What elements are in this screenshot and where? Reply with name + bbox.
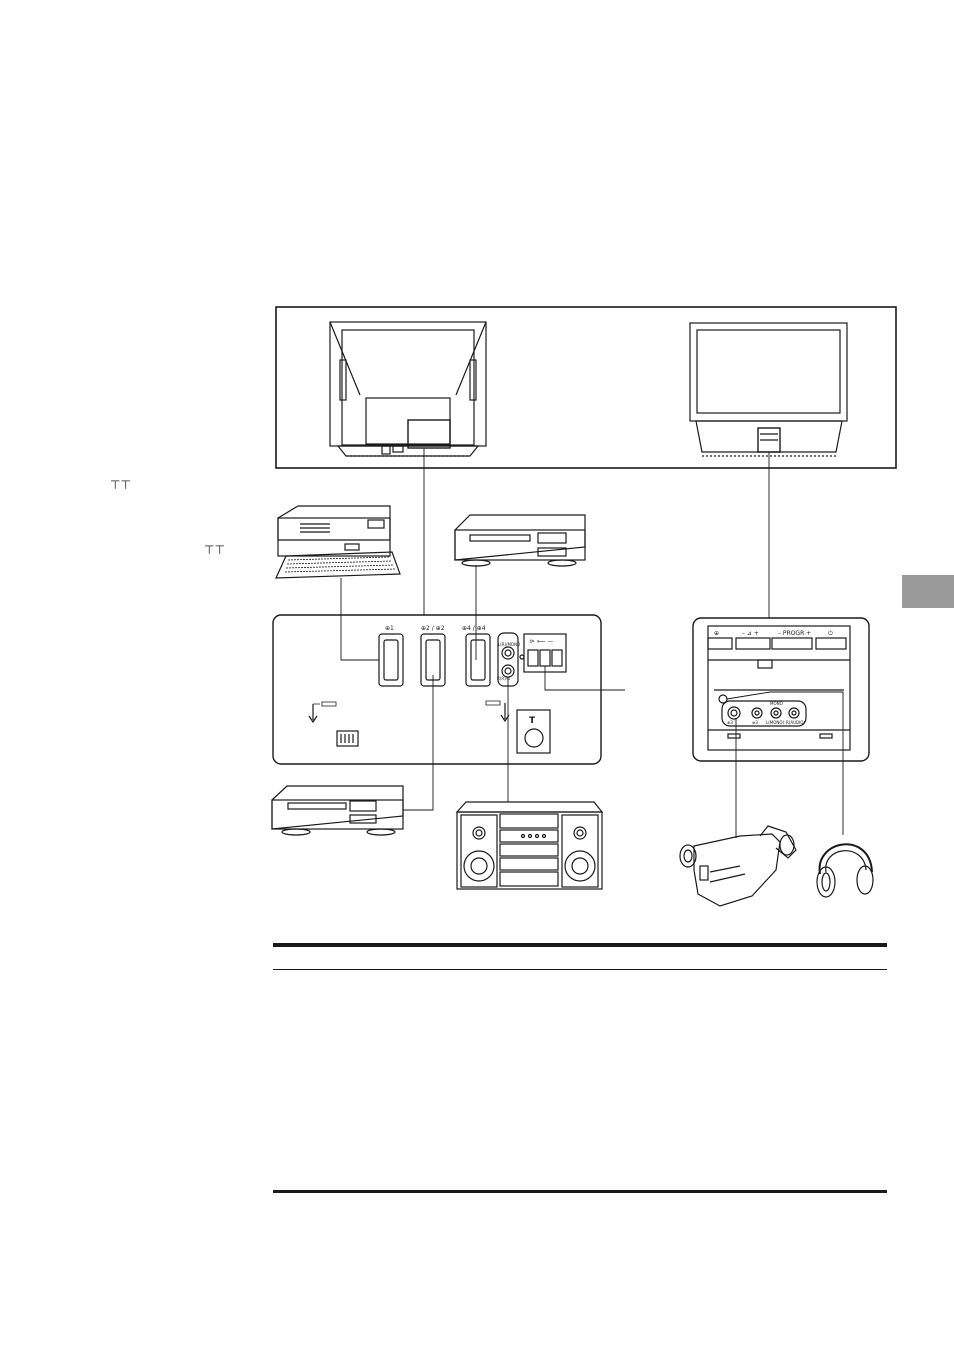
rear-panel-closeup bbox=[272, 614, 602, 765]
antenna-symbol-1: ⊤⊤ bbox=[110, 478, 131, 492]
front-label-progr: – PROGR + bbox=[778, 630, 811, 637]
scart-4-label: ⊕4 / ⊕4 bbox=[462, 625, 486, 632]
hifi-stereo bbox=[455, 801, 604, 890]
audio-left-label: L(R)/MONO bbox=[498, 642, 520, 647]
jack-label-3: L(MONO) bbox=[766, 720, 785, 725]
scart-4 bbox=[465, 633, 491, 687]
jack-label-4: R(AUDIO) bbox=[786, 720, 805, 725]
connection-cables bbox=[340, 448, 844, 838]
arrow-down-left-icon bbox=[308, 704, 318, 724]
tv-frame bbox=[275, 306, 897, 469]
front-label-power: ⏻ bbox=[828, 630, 833, 637]
jack-label-1: ⊕3 bbox=[727, 720, 733, 725]
rear-connector-panel bbox=[407, 419, 451, 449]
switch-label: ⊳ ⟵ — bbox=[530, 638, 553, 645]
video-recorder-1 bbox=[454, 514, 586, 567]
audio-right-label: R(R)/D bbox=[497, 676, 510, 681]
jack-label-2: ⊕3 bbox=[752, 720, 758, 725]
personal-computer bbox=[275, 505, 401, 579]
table-rule-header bbox=[273, 969, 887, 970]
scart-2-label: ⊕2 / ⊕2 bbox=[421, 625, 445, 632]
antenna-socket bbox=[516, 709, 551, 754]
av-input-group bbox=[721, 700, 807, 727]
camcorder bbox=[679, 825, 797, 907]
voltage-switch bbox=[336, 730, 359, 747]
antenna-label: T bbox=[529, 716, 536, 726]
headphones bbox=[816, 843, 874, 898]
antenna-symbol-2: ⊤⊤ bbox=[204, 543, 225, 557]
scart-1 bbox=[378, 633, 404, 687]
front-label-input: ⊕ bbox=[714, 630, 719, 637]
section-tab bbox=[902, 575, 954, 608]
table-rule-bottom bbox=[273, 1190, 887, 1193]
tv-front-view bbox=[689, 322, 848, 457]
jack-mono-label: MONO bbox=[770, 701, 783, 706]
table-rule-top bbox=[273, 943, 887, 947]
front-panel-closeup bbox=[692, 617, 870, 762]
front-label-volume: – ⊿ + bbox=[742, 630, 759, 637]
scart-1-label: ⊕1 bbox=[385, 625, 394, 632]
video-recorder-2 bbox=[271, 785, 404, 836]
tv-rear-view bbox=[329, 321, 487, 457]
